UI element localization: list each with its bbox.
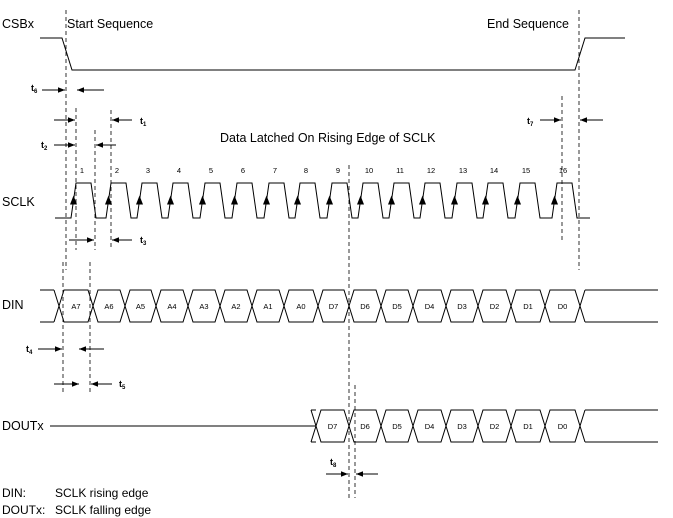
bus-bit-label: A3	[199, 302, 208, 311]
note-din-name: DIN:	[2, 486, 26, 500]
csb-waveform	[40, 37, 625, 71]
rising-edge-arrow	[551, 195, 558, 205]
t1-label: t1	[140, 116, 147, 128]
clock-number: 14	[490, 166, 498, 175]
din-bus: A7 A6 A5 A4 A3 A2 A1 A0 D7 D6 D5 D4 D3 D2 D1 D0	[40, 289, 658, 323]
clock-number: 6	[241, 166, 245, 175]
clock-number: 2	[115, 166, 119, 175]
note-dout-name: DOUTx:	[2, 503, 45, 517]
bus-bit-label: D4	[425, 302, 435, 311]
bus-bit-label: D7	[328, 422, 338, 431]
bus-bit-label: D2	[490, 302, 500, 311]
rising-edge-arrow	[70, 195, 77, 205]
bus-bit-label: D1	[523, 302, 533, 311]
dout-label: DOUTx	[2, 419, 44, 433]
rising-edge-arrow	[167, 195, 174, 205]
sclk-label: SCLK	[2, 195, 35, 209]
note-din-text: SCLK rising edge	[55, 486, 149, 500]
clock-number: 9	[336, 166, 340, 175]
clock-number: 1	[80, 166, 84, 175]
bus-bit-label: D0	[558, 422, 568, 431]
t6-label: t6	[31, 83, 38, 95]
bus-bit-label: D3	[457, 302, 467, 311]
bus-bit-label: A0	[296, 302, 305, 311]
clock-number: 16	[559, 166, 567, 175]
rising-edge-arrow	[451, 195, 458, 205]
clock-number: 11	[396, 166, 404, 175]
rising-edge-arrow	[136, 195, 143, 205]
rising-edge-arrow	[419, 195, 426, 205]
rising-edge-arrow	[105, 195, 112, 205]
dout-bus: D7 D6 D5 D4 D3 D2 D1 D0	[50, 409, 658, 443]
bus-bit-label: D5	[392, 302, 402, 311]
bus-bit-label: A4	[167, 302, 176, 311]
clock-number: 5	[209, 166, 213, 175]
bus-bit-label: A7	[71, 302, 80, 311]
bus-bit-label: D6	[360, 422, 370, 431]
bus-bit-label: D0	[558, 302, 568, 311]
rising-edge-arrow	[388, 195, 395, 205]
bus-bit-label: D4	[425, 422, 435, 431]
bus-bit-label: A6	[104, 302, 113, 311]
din-label: DIN	[2, 298, 24, 312]
bus-bit-label: D5	[392, 422, 402, 431]
sclk-line	[55, 182, 590, 219]
clock-number: 7	[273, 166, 277, 175]
bus-bit-label: A5	[136, 302, 145, 311]
t4-label: t4	[26, 344, 33, 356]
bus-bit-label: D1	[523, 422, 533, 431]
t5-label: t5	[119, 379, 126, 391]
note-dout-text: SCLK falling edge	[55, 503, 151, 517]
bus-bit-label: A1	[263, 302, 272, 311]
clock-number: 13	[459, 166, 467, 175]
rising-edge-arrow	[357, 195, 364, 205]
rising-edge-arrow	[294, 195, 301, 205]
clock-number: 4	[177, 166, 181, 175]
t3-label: t3	[140, 235, 147, 247]
bus-bit-label: D7	[329, 302, 339, 311]
end-sequence-label: End Sequence	[487, 17, 569, 31]
t2-label: t2	[41, 140, 48, 152]
clock-number: 8	[304, 166, 308, 175]
latch-note: Data Latched On Rising Edge of SCLK	[220, 131, 436, 145]
bus-bit-label: D3	[457, 422, 467, 431]
rising-edge-arrow	[482, 195, 489, 205]
rising-edge-arrow	[231, 195, 238, 205]
rising-edge-arrow	[199, 195, 206, 205]
csb-label: CSBx	[2, 17, 35, 31]
bus-bit-label: D6	[360, 302, 370, 311]
rising-edge-arrow	[326, 195, 333, 205]
rising-edge-arrow	[263, 195, 270, 205]
clock-number: 3	[146, 166, 150, 175]
t8-label: t8	[330, 457, 337, 469]
bus-bit-label: D2	[490, 422, 500, 431]
clock-number: 10	[365, 166, 373, 175]
bus-bit-label: A2	[231, 302, 240, 311]
rising-edge-arrow	[514, 195, 521, 205]
t7-label: t7	[527, 116, 534, 128]
start-sequence-label: Start Sequence	[67, 17, 153, 31]
clock-number: 15	[522, 166, 530, 175]
clock-number: 12	[427, 166, 435, 175]
